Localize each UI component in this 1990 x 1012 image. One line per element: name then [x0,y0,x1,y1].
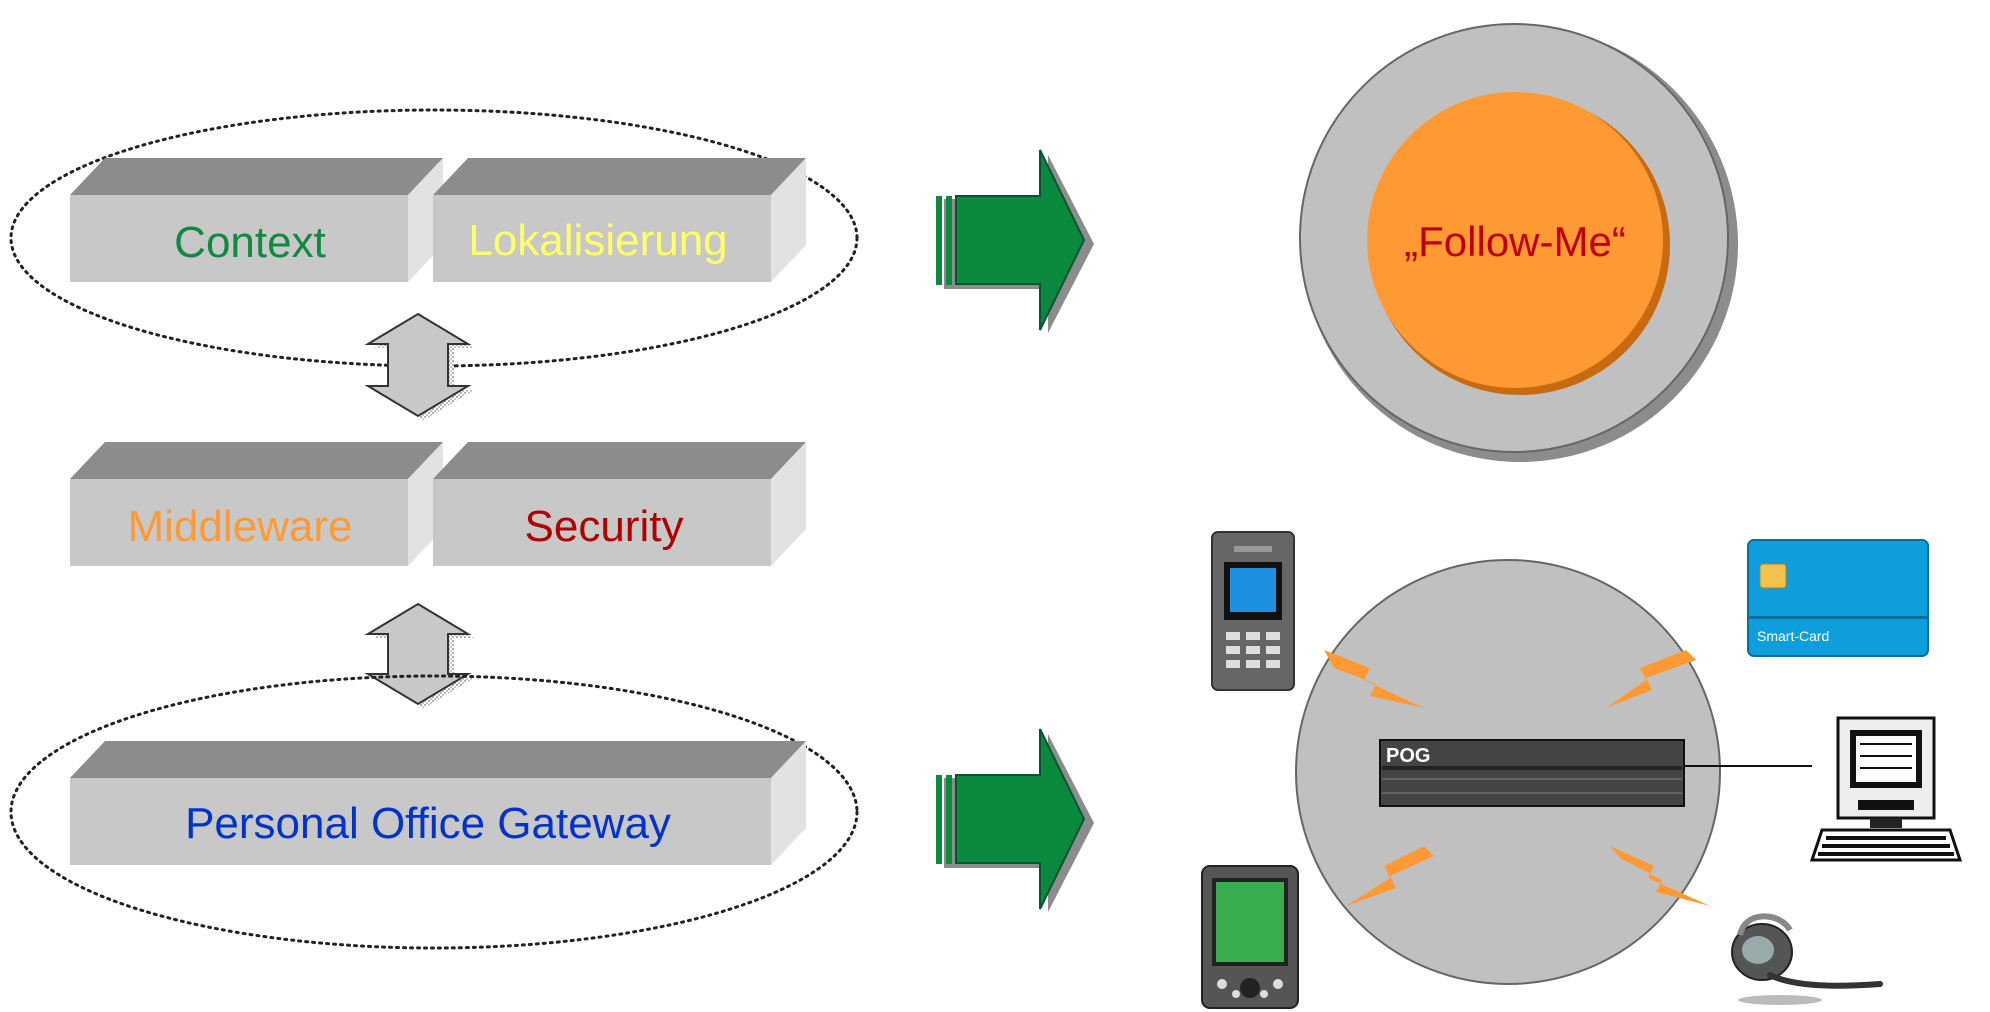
green-arrow-icon [936,149,1094,333]
green-arrow-icon [936,728,1094,912]
middleware-box [70,442,443,566]
pog-layer-box [70,741,806,865]
pog-device [1379,739,1685,807]
smart-card-label: Smart-Card [1757,628,1829,644]
security-box [433,442,806,566]
lokalisierung-box [433,158,806,282]
lightning-icon [1610,846,1710,906]
smart-card-icon [1747,539,1929,657]
follow-me-disc [1299,23,1738,462]
pog-layer-label: Personal Office Gateway [185,799,671,848]
security-label: Security [525,502,684,551]
headset-icon [1731,913,1883,1005]
double-arrow-icon [364,602,474,708]
lokalisierung-label: Lokalisierung [468,216,727,265]
lightning-icon [1606,650,1696,708]
pog-group-ellipse [9,674,859,950]
pda-icon [1201,865,1299,1009]
context-label: Context [174,218,326,267]
mobile-phone-icon [1211,531,1295,691]
pog-device-label: POG [1386,745,1430,767]
lightning-icon [1324,650,1424,708]
lightning-icon [1346,846,1434,906]
follow-me-label: „Follow-Me“ [1404,218,1626,265]
double-arrow-icon [364,312,474,420]
middleware-label: Middleware [128,502,353,551]
computer-icon [1809,716,1963,862]
context-box [70,158,443,282]
